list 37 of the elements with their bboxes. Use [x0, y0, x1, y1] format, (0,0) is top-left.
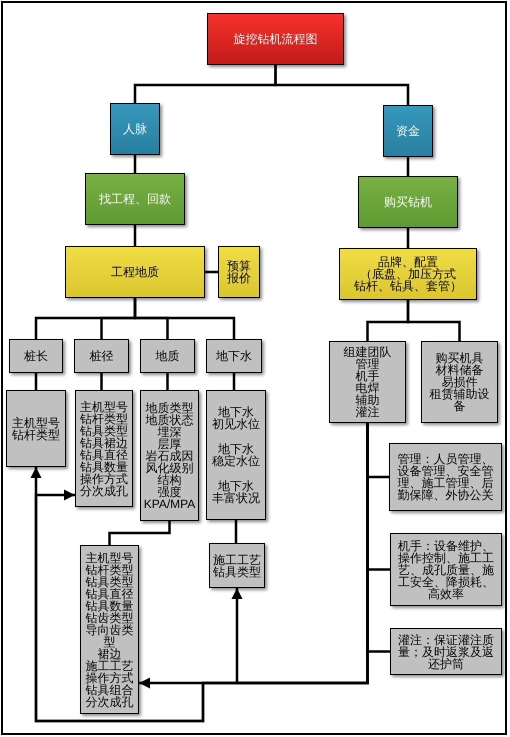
connector-line	[406, 157, 410, 176]
process-box: 品牌、配置 （底盘、加压方式 钻杆、钻具、套管）	[339, 248, 477, 300]
process-box: 预算报价	[218, 246, 260, 298]
title-box: 旋挖钻机流程图	[207, 13, 344, 65]
note-box: 机手：设备维护、操作控制、施工工艺、成孔质量、施工安全、降损耗、高效率	[390, 533, 502, 606]
list-box: 施工工艺 钻具类型	[209, 543, 265, 588]
connector-line	[108, 521, 171, 545]
connector-line	[406, 300, 461, 341]
connector-line	[205, 270, 218, 274]
list-box: 地下水 初见水位 地下水 稳定水位 地下水 丰富状况	[206, 390, 266, 520]
connector-line	[134, 155, 136, 173]
process-box: 地下水	[206, 339, 262, 373]
note-box: 管理：人员管理、设备管理、安全管理、施工管理、后勤保障、外协公关	[389, 443, 502, 511]
process-box: 桩径	[74, 339, 129, 373]
list-box: 主机型号 钻杆类型 钻具类型 钻具裙边 钻具直径 钻具数量 操作方式 分次成孔	[75, 390, 133, 507]
connector-line	[134, 225, 136, 246]
connector-line	[34, 373, 38, 390]
process-box: 找工程、回款	[85, 173, 185, 225]
connector-line	[406, 228, 410, 248]
list-box: 地质类型 地质状态 埋深 层厚 岩石成因 风化级别 结构 强度 KPA/MPA	[140, 390, 199, 521]
connector-line	[274, 65, 410, 105]
connector-line	[232, 373, 236, 390]
process-box: 地质	[140, 339, 195, 373]
connector-line	[100, 373, 103, 390]
list-box: 组建团队 管理 机手 电焊 辅助 灌注	[329, 341, 406, 423]
process-box: 购买钻机	[358, 176, 458, 228]
process-box: 资金	[383, 105, 433, 157]
process-box: 桩长	[9, 339, 63, 373]
note-box: 灌注：保证灌注质量；及时返浆及返还护筒	[390, 628, 502, 675]
process-box: 工程地质	[65, 246, 205, 298]
list-box: 购买机具 材料储备 易损件 租赁辅助设备	[421, 341, 498, 423]
list-box: 主机型号 钻杆类型 钻具类型 钻具直径 钻具数量 钻齿类型 导向齿类型 裙边 施工工艺 操作方式 钻具组合 分次成孔	[80, 545, 139, 714]
connector-line	[166, 373, 169, 390]
list-box: 主机型号 钻杆类型	[6, 390, 66, 467]
process-box: 人脉	[110, 103, 160, 155]
connector-line	[234, 520, 238, 543]
connector-line	[134, 298, 236, 339]
